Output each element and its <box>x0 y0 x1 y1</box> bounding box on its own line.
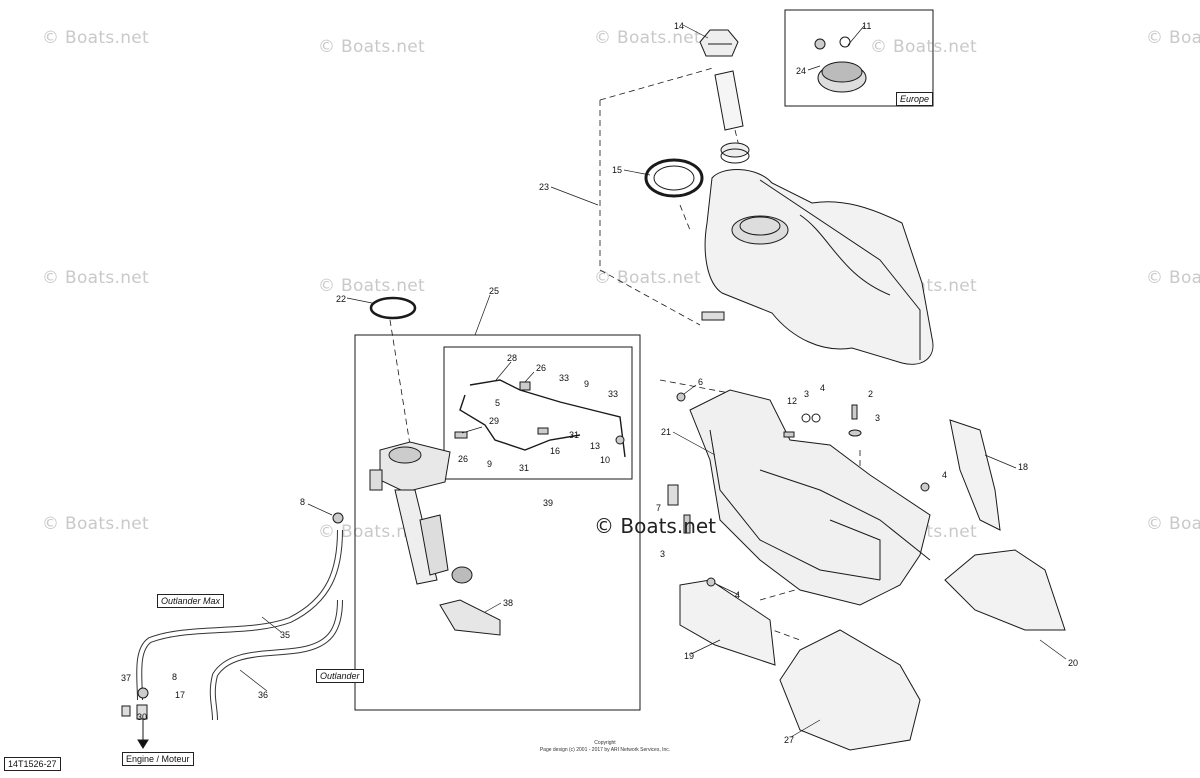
heat-shield-18 <box>949 419 1001 531</box>
pump-seal-ring <box>369 296 417 320</box>
watermark: © Boats.net <box>594 268 702 288</box>
outlander-max-label: Outlander Max <box>157 594 225 608</box>
callout: 8 <box>300 497 306 507</box>
fuel-pump-body <box>394 489 438 585</box>
callout: 24 <box>796 66 807 76</box>
callout: 17 <box>175 690 186 700</box>
callout: 38 <box>503 598 514 608</box>
callout: 6 <box>698 377 704 387</box>
europe-inset-frame <box>784 9 934 107</box>
lock-ring <box>644 158 704 198</box>
callout: 19 <box>684 651 695 661</box>
heat-shield-20 <box>944 549 1066 631</box>
callout: 18 <box>1018 462 1029 472</box>
callout: 4 <box>735 590 741 600</box>
hose-kit-frame <box>443 346 633 480</box>
callout: 29 <box>489 416 500 426</box>
callout: 31 <box>569 430 580 440</box>
callout: 7 <box>656 503 662 513</box>
callout: 30 <box>137 712 148 722</box>
fuel-cap <box>699 29 739 57</box>
callout: 3 <box>660 549 666 559</box>
callout: 12 <box>787 396 798 406</box>
copyright-title: Copyright <box>594 740 616 746</box>
watermark: © Boats.net <box>318 522 426 542</box>
watermark: © Boats.net <box>42 514 150 534</box>
watermark: © Boats.net <box>1146 514 1200 534</box>
watermark: © Boats.net <box>318 37 426 57</box>
callout: 25 <box>489 286 500 296</box>
callout: 3 <box>875 413 881 423</box>
callout: 16 <box>550 446 561 456</box>
callout: 28 <box>507 353 518 363</box>
callout: 22 <box>336 294 347 304</box>
callout: 33 <box>559 373 570 383</box>
callout: 8 <box>172 672 178 682</box>
callout: 37 <box>121 673 132 683</box>
watermark: © Boats.net <box>318 276 426 296</box>
callout: 39 <box>543 498 554 508</box>
watermark: © Boats.net <box>42 28 150 48</box>
callout: 35 <box>280 630 291 640</box>
callout: 11 <box>862 21 872 31</box>
europe-label: Europe <box>896 92 934 106</box>
callout: 4 <box>942 470 948 480</box>
watermark: © Boats.net <box>870 37 978 57</box>
engine-label: Engine / Moteur <box>122 752 194 766</box>
watermark: © Boats.net <box>1146 28 1200 48</box>
protector-27 <box>779 629 921 751</box>
copyright-notice: Copyright Page design (c) 2001 - 2017 by… <box>520 740 690 754</box>
callout: 3 <box>804 389 810 399</box>
document-id: 14T1526-27 <box>4 757 61 771</box>
outlander-label: Outlander <box>316 669 364 683</box>
callout: 13 <box>590 441 601 451</box>
strainer <box>439 599 501 636</box>
watermark-center: © Boats.net <box>594 514 717 538</box>
callout: 27 <box>784 735 795 745</box>
callout: 10 <box>600 455 611 465</box>
copyright-line: Page design (c) 2001 - 2017 by ARI Netwo… <box>539 747 671 753</box>
callout: 26 <box>458 454 469 464</box>
fuel-tank <box>704 169 934 365</box>
callout: 21 <box>661 427 672 437</box>
callout: 15 <box>612 165 623 175</box>
watermark: © Boats.net <box>42 268 150 288</box>
watermark: © Boats.net <box>1146 268 1200 288</box>
callout: 9 <box>584 379 590 389</box>
callout: 9 <box>487 459 493 469</box>
callout: 20 <box>1068 658 1079 668</box>
tank-support <box>689 389 931 606</box>
watermark: © Boats.net <box>594 28 702 48</box>
callout: 36 <box>258 690 269 700</box>
callout: 14 <box>674 21 685 31</box>
fuel-pump-assembly-frame <box>354 334 641 711</box>
callout: 5 <box>495 398 501 408</box>
callout: 31 <box>519 463 530 473</box>
filler-neck <box>714 70 744 131</box>
callout: 26 <box>536 363 547 373</box>
callout: 2 <box>868 389 874 399</box>
callout: 33 <box>608 389 619 399</box>
callout: 23 <box>539 182 550 192</box>
callout: 4 <box>820 383 826 393</box>
